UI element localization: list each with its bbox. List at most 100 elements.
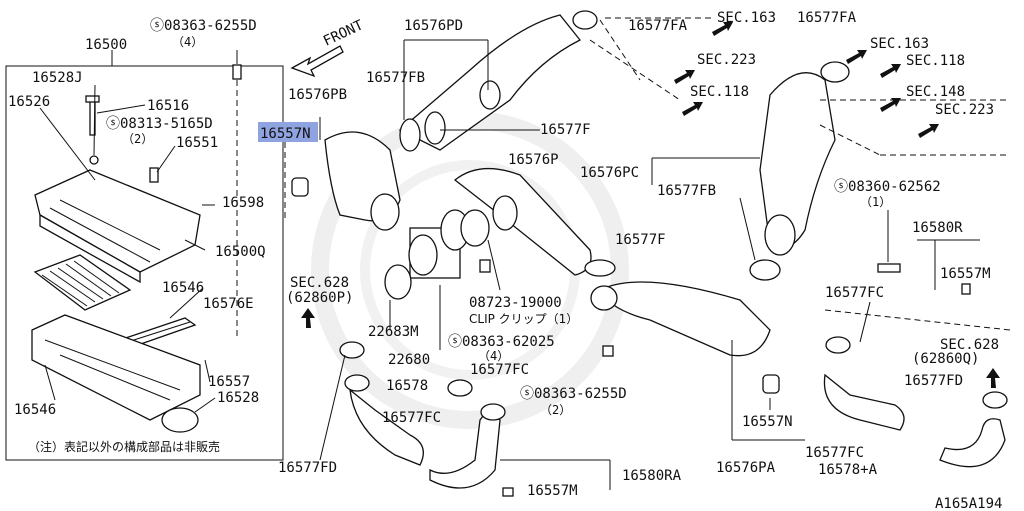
label-08363-a-qty: （4） xyxy=(172,35,203,49)
clamp-16577fa-a-icon[interactable] xyxy=(572,10,598,30)
clamp-16577fa-b-icon[interactable] xyxy=(820,61,850,83)
label-16576pd: 16576PD xyxy=(404,18,463,34)
label-16576pb: 16576PB xyxy=(288,87,347,103)
label-16500q: 16500Q xyxy=(215,244,266,260)
label-16546-b: 16546 xyxy=(14,402,56,418)
clamp-16577fc-c-icon[interactable] xyxy=(825,336,851,354)
arrow-up-b-icon xyxy=(986,368,1000,388)
label-16557n-b: 16557N xyxy=(742,414,793,430)
arrow-sec163-b-icon xyxy=(846,50,867,64)
label-16576pc: 16576PC xyxy=(580,165,639,181)
label-16577fd-a: 16577FD xyxy=(278,460,337,476)
hose-16580r[interactable] xyxy=(823,373,905,431)
arrow-sec148-icon xyxy=(880,98,901,112)
bolt-08360-icon[interactable] xyxy=(877,263,901,273)
bolt-08363-icon[interactable] xyxy=(232,64,242,80)
o-ring-22683m[interactable] xyxy=(384,264,412,300)
label-16516: 16516 xyxy=(147,98,189,114)
label-08360: ⓢ08360-62562 xyxy=(834,179,941,195)
label-16576e: 16576E xyxy=(203,296,254,312)
label-22680: 22680 xyxy=(388,352,430,368)
grommet-16557m-a-icon[interactable] xyxy=(961,283,971,295)
label-16576pa: 16576PA xyxy=(716,460,776,476)
label-16577fb: 16577FB xyxy=(366,70,425,86)
grommet-16557m-b-icon[interactable] xyxy=(502,487,514,497)
label-16577fa-a: 16577FA xyxy=(628,18,688,34)
label-16598: 16598 xyxy=(222,195,264,211)
grommet-16557n-b-icon[interactable] xyxy=(762,374,780,394)
label-sec118-a[interactable]: SEC.118 xyxy=(690,84,749,100)
label-sec628-a[interactable]: SEC.628 xyxy=(290,275,349,291)
bolt-16516-icon[interactable] xyxy=(85,95,100,136)
label-22683m: 22683M xyxy=(368,324,419,340)
label-08313-qty: （2） xyxy=(122,132,153,146)
label-sec163-a[interactable]: SEC.163 xyxy=(717,10,776,26)
clamp-16577f-b-icon[interactable] xyxy=(584,259,616,277)
label-sec223-a[interactable]: SEC.223 xyxy=(697,52,756,68)
label-08363-c: ⓢ08363-6255D xyxy=(520,386,627,402)
clamp-16577fd-b-icon[interactable] xyxy=(982,391,1008,409)
label-16557m-b: 16557M xyxy=(527,483,578,499)
label-16577fa-b: 16577FA xyxy=(797,10,857,26)
air-cleaner-upper-case[interactable] xyxy=(34,169,201,284)
front-label: FRONT xyxy=(321,17,366,50)
label-08313: ⓢ08313-5165D xyxy=(106,116,213,132)
highlight-16557n xyxy=(258,122,318,142)
label-16577fc-a: 16577FC xyxy=(470,362,529,378)
label-16528: 16528 xyxy=(217,390,259,406)
label-16526: 16526 xyxy=(8,94,50,110)
label-08360-qty: （1） xyxy=(860,195,891,209)
label-sec163-b[interactable]: SEC.163 xyxy=(870,36,929,52)
clamp-16577fc-a-icon[interactable] xyxy=(447,379,473,397)
label-16577fb-b: 16577FB xyxy=(657,183,716,199)
label-16577fc-b: 16577FC xyxy=(382,410,441,426)
arrow-sec118-a-icon xyxy=(682,102,703,116)
clamp-16577fd-icon[interactable] xyxy=(339,341,365,359)
label-16557n-highlight[interactable]: 16557N xyxy=(260,126,311,142)
label-16528j: 16528J xyxy=(32,70,83,86)
label-sec628-b[interactable]: SEC.628 xyxy=(940,337,999,353)
label-08363-a: ⓢ08363-6255D xyxy=(150,18,257,34)
duct-16576p[interactable] xyxy=(453,167,592,276)
hose-16578a[interactable] xyxy=(939,418,1006,468)
label-16578: 16578 xyxy=(386,378,428,394)
label-16546-a: 16546 xyxy=(162,280,204,296)
figure-id: A165A194 xyxy=(935,496,1002,511)
label-16580ra: 16580RA xyxy=(622,468,682,484)
arrow-sec223-a-icon xyxy=(674,70,695,84)
hose-16578[interactable] xyxy=(349,388,424,466)
label-16576p: 16576P xyxy=(508,152,559,168)
label-16577fc-c: 16577FC xyxy=(825,285,884,301)
label-16557m-a: 16557M xyxy=(940,266,991,282)
label-08363-b-qty: （4） xyxy=(478,349,509,363)
label-16580r: 16580R xyxy=(912,220,963,236)
label-sec118-b[interactable]: SEC.118 xyxy=(906,53,965,69)
arrow-up-icon xyxy=(301,308,315,328)
label-sec628-b-sub: (62860Q) xyxy=(912,351,979,367)
label-sec628-a-sub: (62860P) xyxy=(286,290,353,306)
front-arrow-icon xyxy=(290,45,344,78)
label-08723: 08723-19000 xyxy=(469,295,562,311)
grommet-16557n-icon[interactable] xyxy=(291,177,309,197)
duct-16576pa[interactable] xyxy=(599,281,771,357)
label-16577f-b: 16577F xyxy=(615,232,666,248)
bolt-08363-b-icon[interactable] xyxy=(479,259,491,273)
air-cleaner-group-box xyxy=(5,65,284,461)
label-sec148[interactable]: SEC.148 xyxy=(906,84,965,100)
label-16578a: 16578+A xyxy=(818,462,878,478)
label-16557-a: 16557 xyxy=(208,374,250,390)
note-text: （注）表記以外の構成部品は非販売 xyxy=(28,439,220,454)
label-16577fd-b: 16577FD xyxy=(904,373,963,389)
air-filter-element[interactable] xyxy=(33,254,132,311)
clip-16528j-icon[interactable] xyxy=(89,155,99,165)
label-16577f: 16577F xyxy=(540,122,591,138)
airflow-meter-22680[interactable] xyxy=(408,209,470,279)
bolt-08363-c-icon[interactable] xyxy=(602,345,614,357)
label-08363-b: ⓢ08363-62025 xyxy=(448,334,555,350)
label-08723-sub: CLIP クリップ（1） xyxy=(469,312,578,326)
label-sec223-b[interactable]: SEC.223 xyxy=(935,102,994,118)
air-cleaner-lower-case[interactable] xyxy=(31,314,201,433)
sensor-16551-icon[interactable] xyxy=(149,167,159,183)
